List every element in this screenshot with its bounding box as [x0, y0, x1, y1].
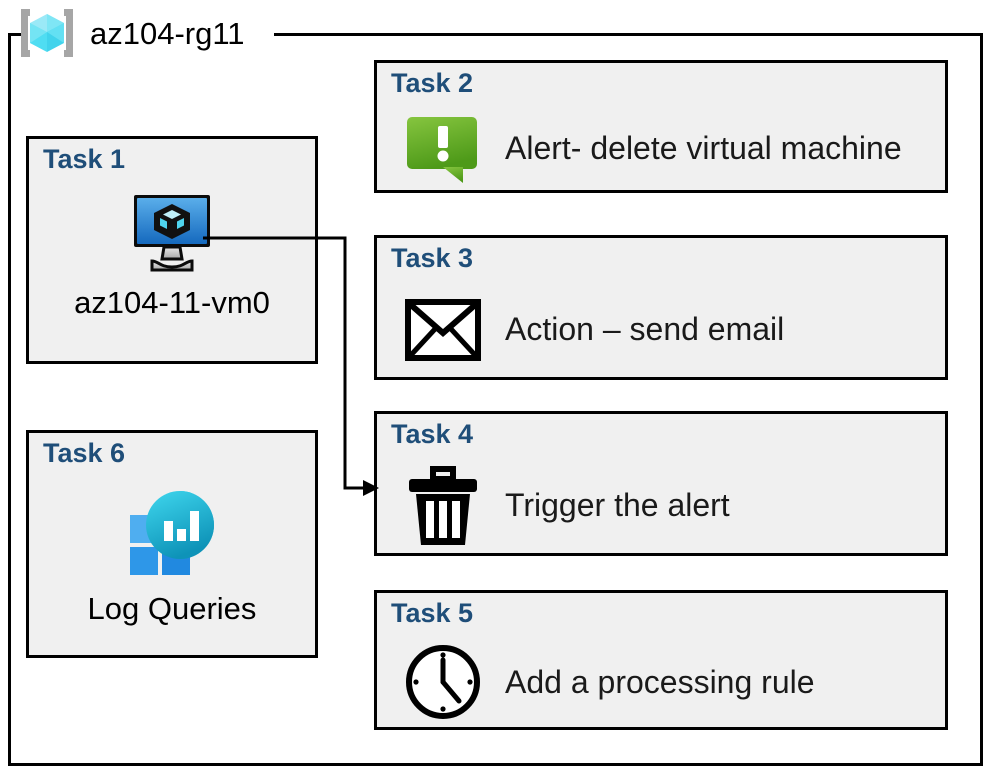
task-card-caption: Trigger the alert	[505, 487, 730, 523]
clock-icon	[395, 642, 491, 722]
task-card-label: Task 3	[391, 243, 474, 273]
task-card-body: az104-11-vm0	[29, 185, 315, 361]
resource-group-boundary	[8, 33, 983, 766]
task-card-caption: Action – send email	[505, 311, 785, 347]
alert-exclamation-bubble-icon	[395, 113, 491, 185]
task-card-5[interactable]: Task 5 Add a processing rule	[374, 590, 948, 730]
log-analytics-icon	[120, 485, 224, 581]
task-card-4[interactable]: Task 4 Trigger the alert	[374, 411, 948, 556]
resource-group-header: az104-rg11	[14, 2, 245, 64]
task-card-1[interactable]: Task 1	[26, 136, 318, 364]
resource-group-border-top-right	[274, 33, 983, 36]
task-card-caption: Alert- delete virtual machine	[505, 130, 902, 166]
task-card-body: Add a processing rule	[395, 637, 939, 727]
task-card-label: Task 6	[43, 438, 126, 468]
task-card-body: Alert- delete virtual machine	[395, 107, 939, 190]
resource-group-cube-icon	[14, 5, 80, 61]
task-card-3[interactable]: Task 3 Action – send email	[374, 235, 948, 380]
trash-can-icon	[395, 465, 491, 547]
task-card-6[interactable]: Task 6	[26, 430, 318, 658]
task-card-label: Task 1	[43, 144, 126, 174]
task-card-label: Task 5	[391, 598, 474, 628]
task-card-body: Action – send email	[395, 282, 939, 377]
envelope-icon	[395, 298, 491, 361]
task-card-caption: Add a processing rule	[505, 663, 815, 700]
task-card-label: Task 2	[391, 68, 474, 98]
task-card-label: Task 4	[391, 419, 474, 449]
task-card-2[interactable]: Task 2 Alert- delete virtual machin	[374, 60, 948, 193]
task-card-body: Trigger the alert	[395, 458, 939, 553]
resource-group-name: az104-rg11	[90, 15, 245, 51]
task-card-caption: az104-11-vm0	[74, 285, 270, 320]
task-card-body: Log Queries	[29, 479, 315, 655]
task-card-caption: Log Queries	[87, 591, 257, 626]
virtual-machine-icon	[124, 191, 220, 275]
resource-group-border-top-left	[8, 33, 24, 36]
